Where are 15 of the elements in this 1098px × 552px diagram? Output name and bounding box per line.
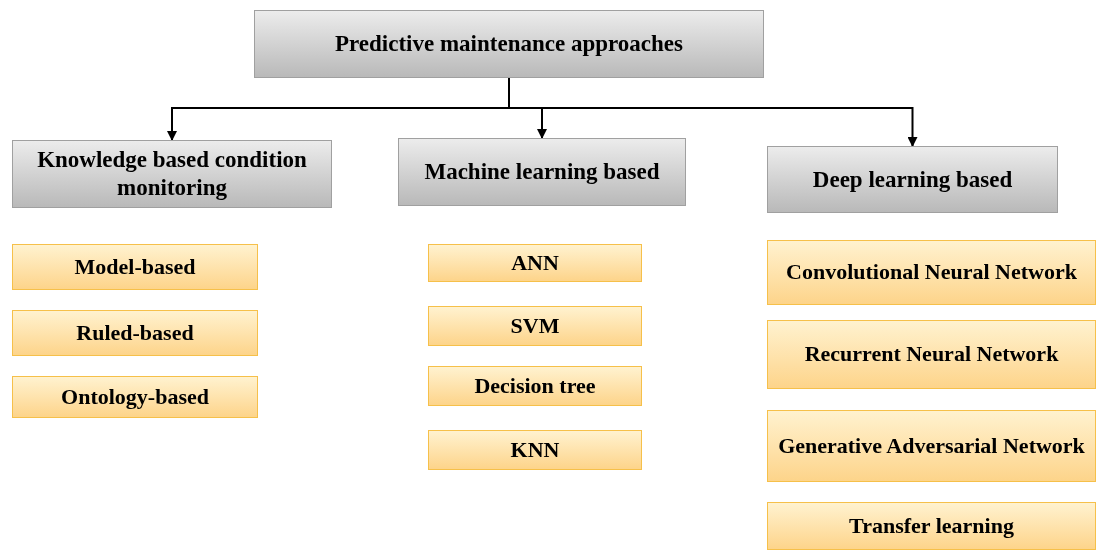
category-box: Deep learning based <box>767 146 1058 213</box>
method-box: Generative Adversarial Network <box>767 410 1096 482</box>
category-box: Machine learning based <box>398 138 686 206</box>
category-box: Knowledge based condition monitoring <box>12 140 332 208</box>
method-box: Model-based <box>12 244 258 290</box>
method-box: Ruled-based <box>12 310 258 356</box>
method-box: ANN <box>428 244 642 282</box>
method-box: Convolutional Neural Network <box>767 240 1096 305</box>
method-box: Transfer learning <box>767 502 1096 550</box>
method-box: Decision tree <box>428 366 642 406</box>
method-box: Ontology-based <box>12 376 258 418</box>
category-box: Predictive maintenance approaches <box>254 10 764 78</box>
method-box: KNN <box>428 430 642 470</box>
method-box: SVM <box>428 306 642 346</box>
method-box: Recurrent Neural Network <box>767 320 1096 389</box>
